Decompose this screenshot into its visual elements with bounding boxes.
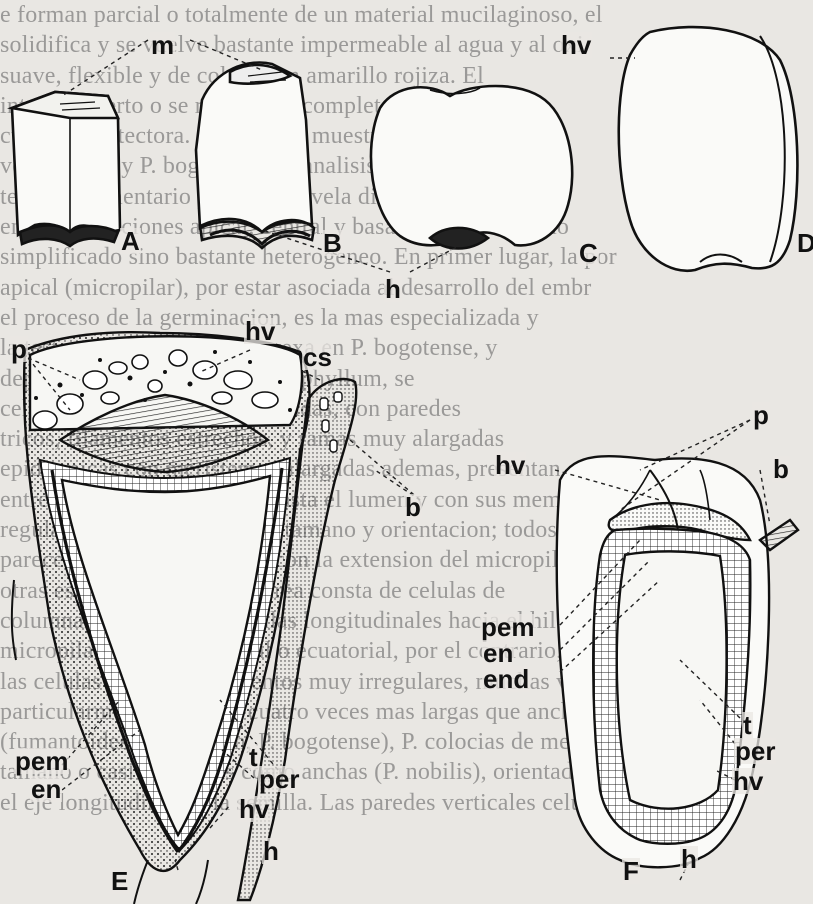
label-b-e: b [404, 494, 422, 520]
label-per-e: per [258, 766, 300, 792]
label-b-f: b [772, 456, 790, 482]
seed-figure-a [12, 92, 120, 246]
label-fig-d: D [796, 230, 813, 256]
seed-figure-d [619, 27, 798, 271]
label-fig-f: F [622, 858, 640, 884]
label-hv-e: hv [244, 318, 276, 344]
seed-figure-e [12, 332, 356, 904]
seed-figure-b [196, 63, 314, 249]
label-fig-c: C [578, 240, 599, 266]
label-h-e: h [262, 838, 280, 864]
label-h-f: h [680, 846, 698, 872]
label-m: m [150, 32, 175, 58]
label-fig-e: E [110, 868, 129, 894]
label-per-f: per [734, 738, 776, 764]
label-pem-f: pem [480, 614, 535, 640]
label-hv-top: hv [560, 32, 592, 58]
label-hv-f: hv [494, 452, 526, 478]
label-en-f: en [482, 640, 514, 666]
label-p-e: p [10, 336, 28, 362]
label-end-f: end [482, 666, 530, 692]
label-fig-a: A [120, 228, 141, 254]
label-p-f: p [752, 402, 770, 428]
label-pem-e: pem [14, 748, 69, 774]
label-cs: cs [302, 344, 333, 370]
label-t-f: t [742, 712, 753, 738]
label-hv-e-bottom: hv [238, 796, 270, 822]
seed-figure-c [371, 86, 572, 249]
label-h-top: h [384, 276, 402, 302]
label-hv-f-bottom: hv [732, 768, 764, 794]
label-en-e: en [30, 776, 62, 802]
label-fig-b: B [322, 230, 343, 256]
seed-figure-f [557, 456, 798, 867]
